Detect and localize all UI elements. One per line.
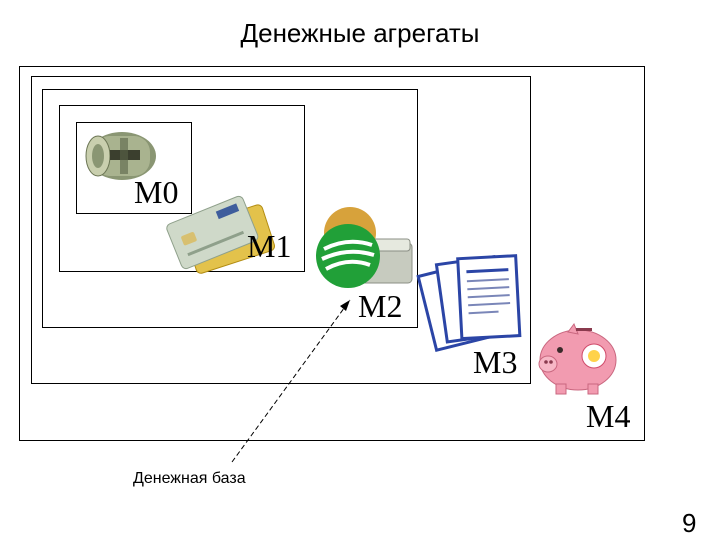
- cash-roll-icon: [85, 132, 156, 180]
- piggy-bank-icon: [538, 322, 617, 395]
- box-m3: [31, 76, 531, 384]
- page-number: 9: [682, 508, 697, 538]
- label-m3: M3: [473, 344, 518, 380]
- monetary-base-label: Денежная база: [133, 470, 246, 487]
- certificates-icon: [416, 254, 522, 353]
- box-m0: [76, 122, 192, 214]
- label-m0: M0: [134, 174, 179, 210]
- box-m2: [42, 89, 418, 328]
- label-m1: M1: [247, 228, 292, 264]
- credit-cards-icon: [166, 195, 275, 274]
- box-m4: [19, 66, 645, 441]
- label-m4: M4: [586, 398, 631, 434]
- slide-title: Денежные агрегаты: [240, 18, 480, 48]
- box-m1: [59, 105, 305, 272]
- bank-logo-icon: [316, 207, 413, 288]
- label-m2: M2: [358, 288, 403, 324]
